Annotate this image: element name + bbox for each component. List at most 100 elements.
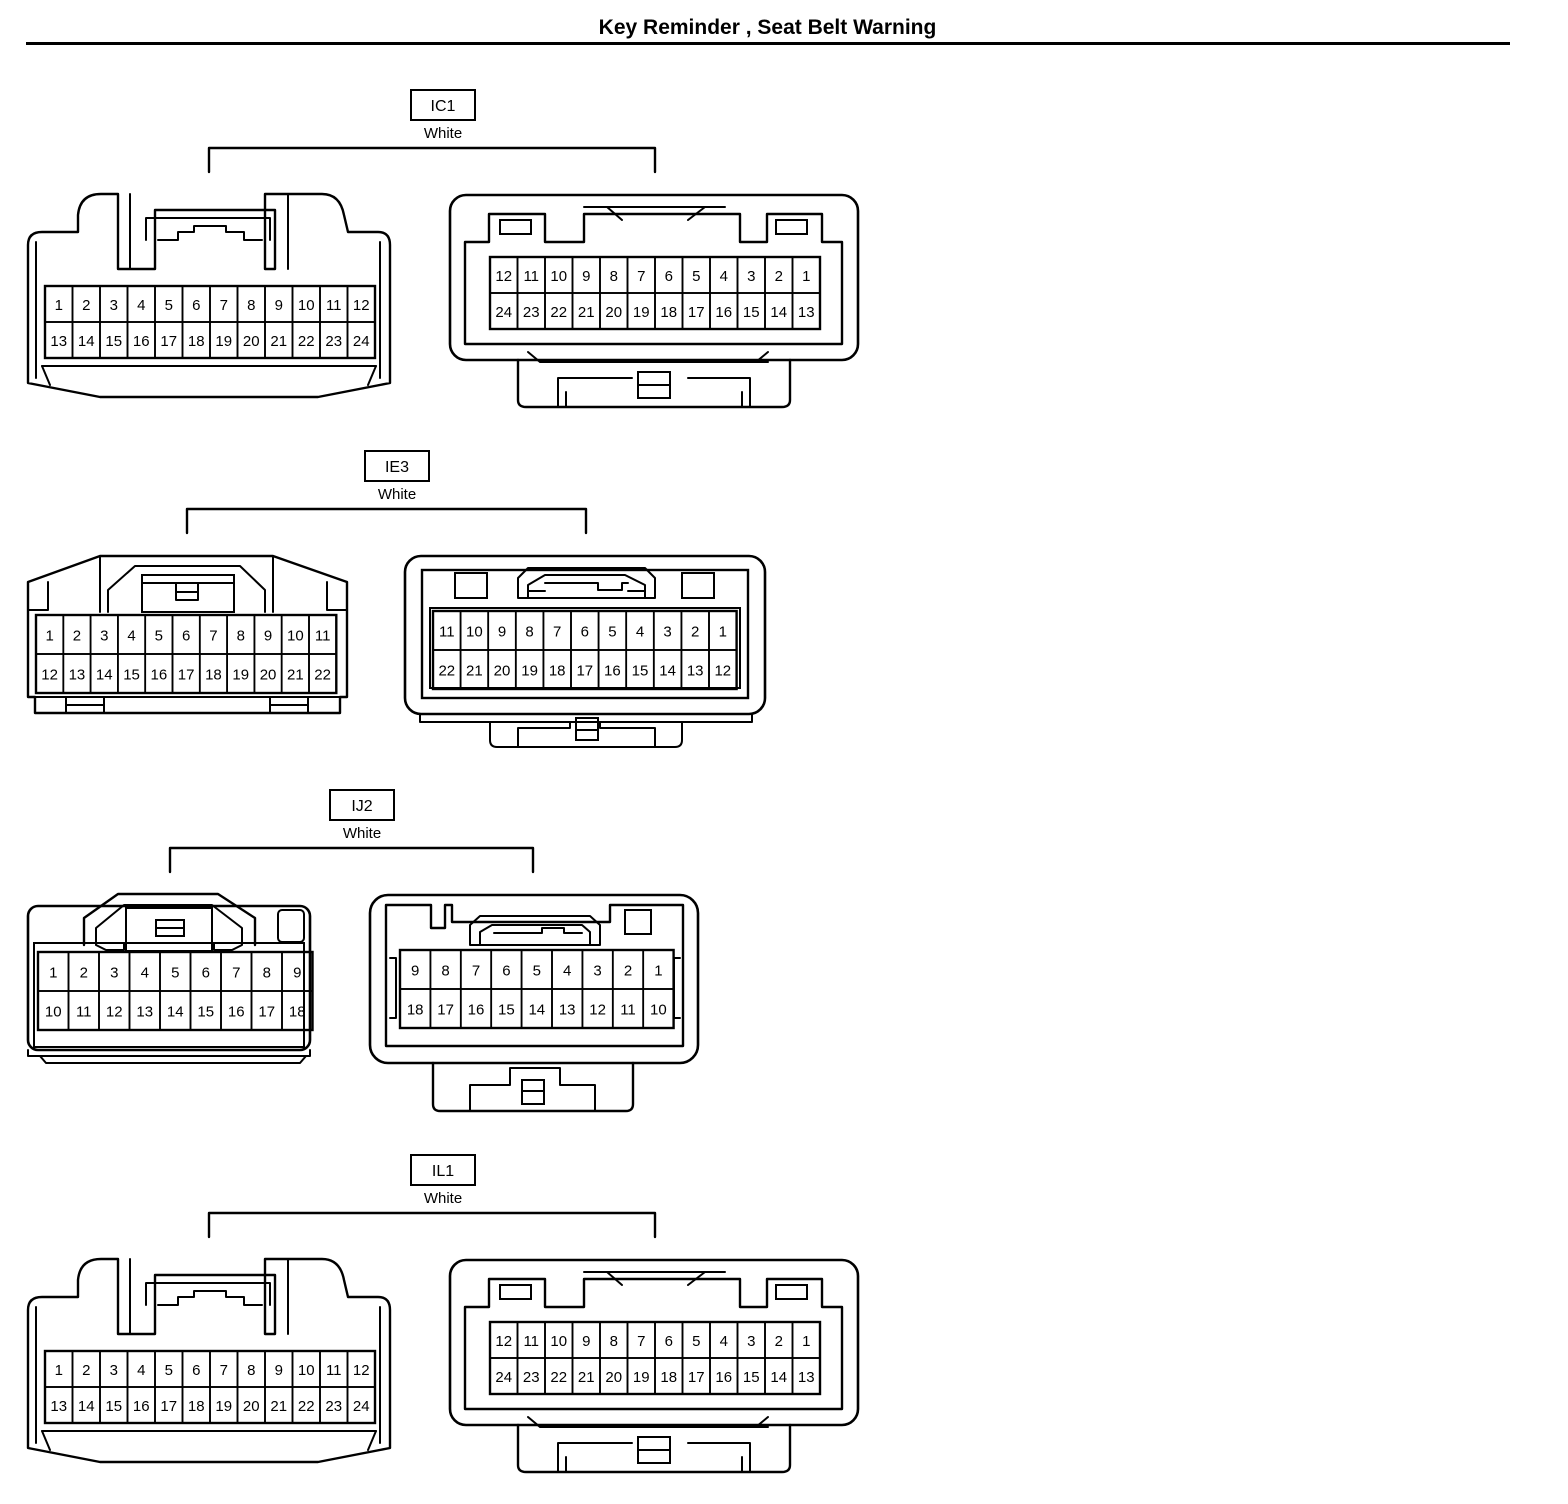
pin-label: 4 <box>636 624 644 641</box>
male-latch-frame <box>82 892 257 947</box>
pin-label: 3 <box>663 624 671 641</box>
pin-label: 17 <box>178 667 195 684</box>
pin-label: 20 <box>494 663 511 680</box>
pin-label: 11 <box>326 1362 342 1379</box>
female-window <box>624 909 652 935</box>
pin-label: 15 <box>743 304 760 321</box>
pin-label: 3 <box>100 628 108 645</box>
male-bottom-rail <box>27 1049 311 1064</box>
pin-label: 12 <box>106 1004 123 1021</box>
female-housing-inner <box>420 568 750 700</box>
pin-label: 14 <box>770 1369 787 1386</box>
pin-label: 22 <box>550 304 567 321</box>
female-housing-outer <box>448 1258 860 1427</box>
pin-label: 19 <box>232 667 249 684</box>
connector-id-box <box>410 89 476 121</box>
pin-label: 22 <box>298 1398 315 1415</box>
pin-label: 8 <box>610 268 618 285</box>
pin-label: 11 <box>523 1333 539 1350</box>
pin-label: 10 <box>550 268 567 285</box>
male-latch-frame <box>99 555 274 613</box>
title-rule <box>26 42 1510 45</box>
female-lock-slot <box>469 915 601 946</box>
pin-label: 18 <box>289 1004 306 1021</box>
pin-label: 10 <box>298 297 315 314</box>
female-housing-inner <box>384 903 685 1048</box>
male-bottom-bevels <box>41 1430 377 1451</box>
pin-label: 14 <box>528 1002 545 1019</box>
connector-id-box <box>329 789 395 821</box>
connector-id: IE3 <box>385 459 409 476</box>
pin-label: 2 <box>775 268 783 285</box>
female-lock-slot <box>583 1271 726 1286</box>
pin-label: 6 <box>182 628 190 645</box>
pin-label: 12 <box>353 1362 370 1379</box>
connector-color: White <box>424 1190 462 1207</box>
female-lock-arms <box>557 377 751 408</box>
pin-label: 10 <box>298 1362 315 1379</box>
pin-label: 9 <box>275 1362 283 1379</box>
connector-color: White <box>424 125 462 142</box>
pin-cell <box>791 1357 821 1395</box>
pin-label: 13 <box>559 1002 576 1019</box>
pin-label: 20 <box>243 333 260 350</box>
female-lock-housing <box>431 1061 635 1113</box>
pin-label: 11 <box>620 1002 636 1019</box>
female-housing-inner <box>463 212 844 346</box>
pin-label: 18 <box>205 667 222 684</box>
pin-label: 4 <box>563 963 571 980</box>
pin-label: 2 <box>82 1362 90 1379</box>
pin-label: 14 <box>770 304 787 321</box>
pin-label: 7 <box>472 963 480 980</box>
female-lock-detail <box>544 582 629 591</box>
pin-label: 15 <box>632 663 649 680</box>
pin-label: 3 <box>110 965 118 982</box>
pin-label: 12 <box>353 297 370 314</box>
pin-label: 5 <box>171 965 179 982</box>
pin-label: 11 <box>76 1004 92 1021</box>
male-latch-guides <box>129 1258 289 1335</box>
pin-label: 4 <box>127 628 135 645</box>
pin-label: 15 <box>105 1398 122 1415</box>
pin-label: 1 <box>55 297 63 314</box>
pin-label: 13 <box>50 333 67 350</box>
pin-label: 3 <box>593 963 601 980</box>
pin-label: 16 <box>604 663 621 680</box>
pin-label: 18 <box>188 1398 205 1415</box>
female-lock-slot <box>517 567 656 599</box>
pin-label: 18 <box>660 1369 677 1386</box>
pin-label: 15 <box>105 333 122 350</box>
pin-label: 7 <box>220 297 228 314</box>
pin-label: 12 <box>495 268 512 285</box>
pin-label: 15 <box>123 667 140 684</box>
pin-cell <box>791 292 821 330</box>
connector-bracket <box>207 146 657 174</box>
pin-label: 18 <box>407 1002 424 1019</box>
female-lock-arms <box>557 1442 751 1473</box>
pin-label: 1 <box>654 963 662 980</box>
pin-label: 7 <box>637 1333 645 1350</box>
pin-label: 14 <box>167 1004 184 1021</box>
male-lock-tab <box>141 574 235 613</box>
pin-label: 17 <box>576 663 593 680</box>
male-latch-inner <box>95 904 243 951</box>
pin-label: 19 <box>633 1369 650 1386</box>
pin-label: 19 <box>521 663 538 680</box>
pin-label: 8 <box>441 963 449 980</box>
pin-label: 16 <box>151 667 168 684</box>
pin-label: 6 <box>192 297 200 314</box>
male-inner-lines <box>35 1306 381 1444</box>
pin-label: 23 <box>325 1398 342 1415</box>
pin-label: 20 <box>605 304 622 321</box>
pin-label: 14 <box>78 333 95 350</box>
